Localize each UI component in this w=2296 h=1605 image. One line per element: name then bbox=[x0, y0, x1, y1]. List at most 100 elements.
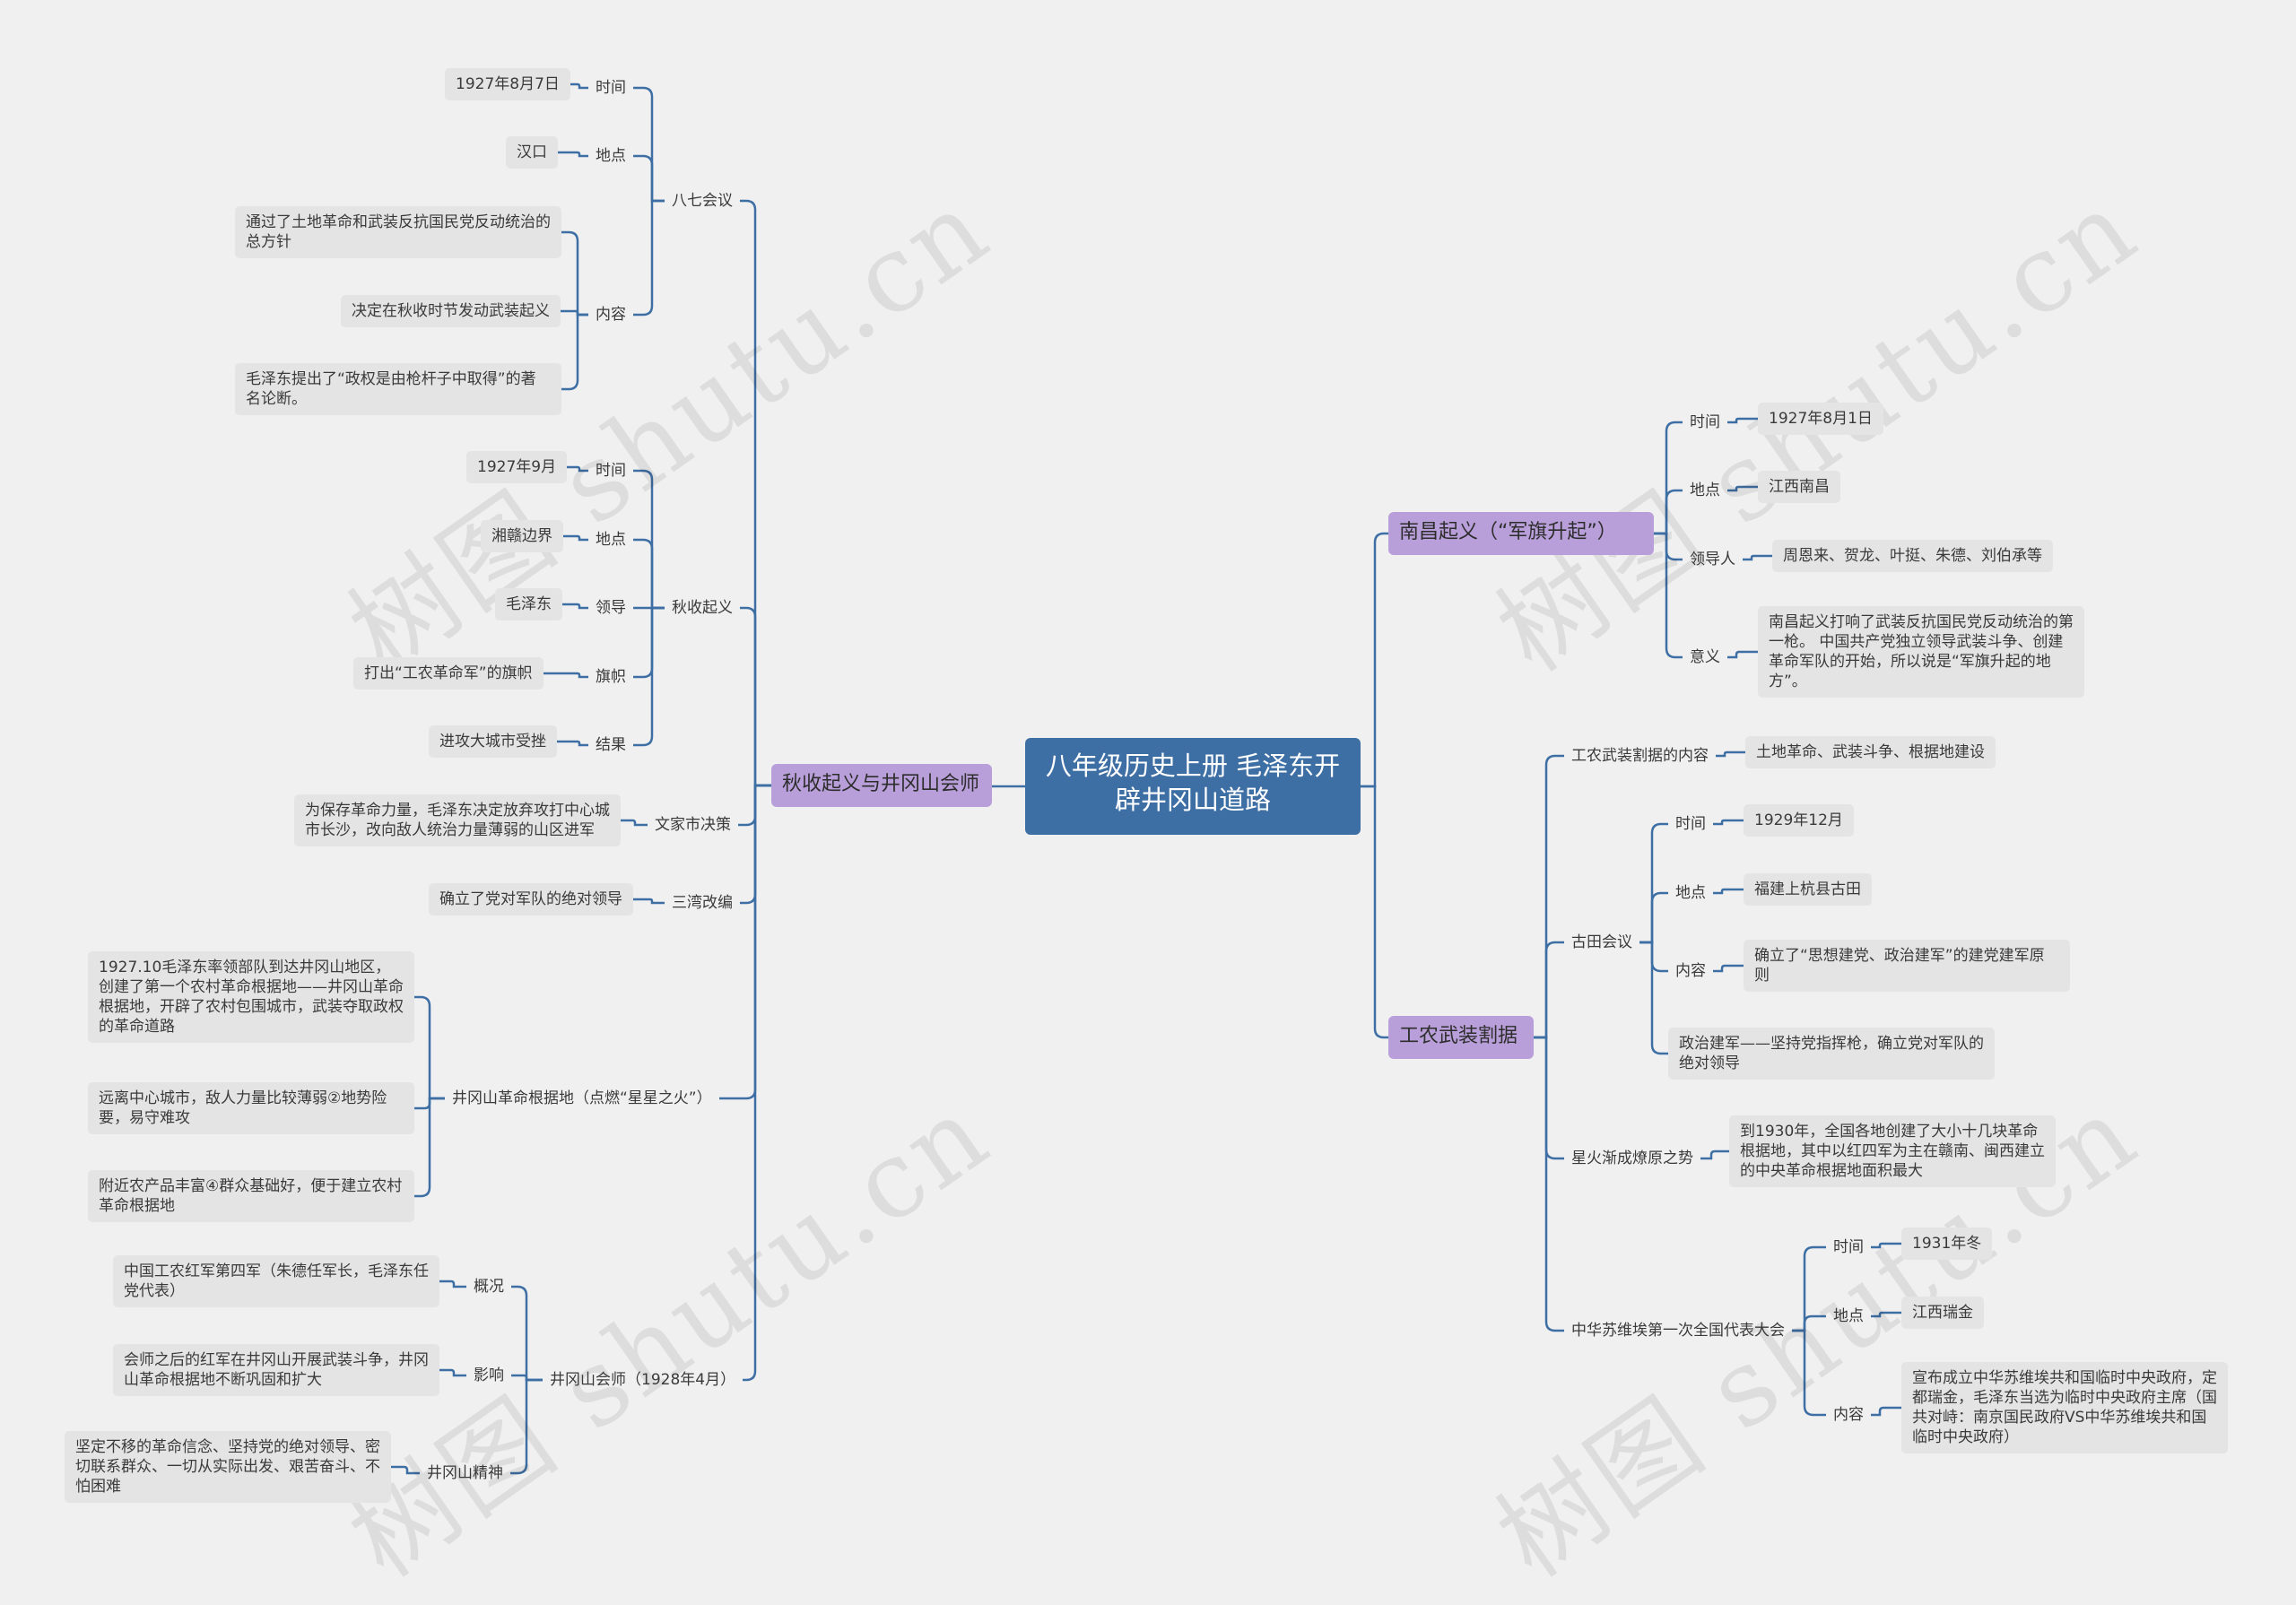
topic-place[interactable]: 地点 bbox=[596, 531, 626, 549]
main-topic-armed-separatism[interactable]: 工农武装割据 bbox=[1388, 1016, 1534, 1059]
connector-line bbox=[633, 538, 665, 610]
connector-line bbox=[1871, 1242, 1901, 1249]
topic-result[interactable]: 结果 bbox=[596, 736, 626, 754]
connector-line bbox=[1361, 785, 1388, 1039]
connector-line bbox=[1743, 554, 1772, 561]
topic-time[interactable]: 时间 bbox=[1690, 413, 1720, 431]
topic-jinggangshan-spirit[interactable]: 井冈山精神 bbox=[427, 1464, 503, 1482]
connector-line bbox=[1792, 1245, 1826, 1332]
connector-line bbox=[1727, 485, 1758, 492]
connector-line bbox=[510, 1378, 543, 1475]
leaf-content[interactable]: 确立了“思想建党、政治建军”的建党建军原则 bbox=[1744, 940, 2070, 992]
leaf-decision[interactable]: 为保存革命力量，毛泽东决定放弃攻打中心城市长沙，改向敌人统治力量薄弱的山区进军 bbox=[294, 794, 621, 846]
leaf-date[interactable]: 1929年12月 bbox=[1744, 804, 1854, 837]
connector-line bbox=[1534, 1036, 1564, 1160]
topic-place[interactable]: 地点 bbox=[596, 147, 626, 165]
leaf-result[interactable]: 进攻大城市受挫 bbox=[429, 725, 557, 758]
connector-line bbox=[391, 1465, 420, 1475]
leaf-separatism-content[interactable]: 土地革命、武装斗争、根据地建设 bbox=[1745, 736, 1996, 768]
connector-line bbox=[1654, 532, 1683, 561]
connector-line bbox=[1716, 750, 1745, 758]
leaf-overview[interactable]: 中国工农红军第四军（朱德任军长，毛泽东任党代表） bbox=[113, 1255, 439, 1307]
leaf-reorganization[interactable]: 确立了党对军队的绝对领导 bbox=[429, 883, 633, 915]
root-topic[interactable]: 八年级历史上册 毛泽东开辟井冈山道路 bbox=[1025, 738, 1361, 835]
connector-line bbox=[557, 740, 588, 747]
leaf-place[interactable]: 江西南昌 bbox=[1758, 471, 1840, 503]
connector-line bbox=[1700, 1150, 1729, 1160]
leaf-date[interactable]: 1927年9月 bbox=[466, 451, 568, 483]
leaf-content[interactable]: 毛泽东提出了“政权是由枪杆子中取得”的著名论断。 bbox=[235, 363, 561, 415]
connector-line bbox=[633, 606, 665, 679]
topic-time[interactable]: 时间 bbox=[596, 462, 626, 480]
connector-line bbox=[1713, 964, 1744, 973]
topic-sanwan-reorganization[interactable]: 三湾改编 bbox=[672, 894, 733, 912]
leaf-spirit[interactable]: 坚定不移的革命信念、坚持党的绝对领导、密切联系群众、一切从实际出发、艰苦奋斗、不… bbox=[65, 1431, 391, 1503]
leaf-banner[interactable]: 打出“工农革命军”的旗帜 bbox=[353, 657, 544, 690]
connector-line bbox=[1639, 822, 1668, 944]
leaf-content[interactable]: 决定在秋收时节发动武装起义 bbox=[341, 295, 561, 327]
connector-line bbox=[1639, 891, 1668, 944]
topic-gutian-meeting[interactable]: 古田会议 bbox=[1571, 933, 1632, 951]
topic-overview[interactable]: 概况 bbox=[474, 1278, 504, 1296]
connector-line bbox=[1361, 532, 1388, 788]
connector-line bbox=[621, 819, 648, 827]
topic-time[interactable]: 时间 bbox=[596, 79, 626, 97]
leaf-leader[interactable]: 毛泽东 bbox=[495, 588, 562, 620]
connector-line bbox=[1713, 819, 1744, 826]
connector-line bbox=[1654, 532, 1683, 659]
topic-jinggangshan-meeting[interactable]: 井冈山会师（1928年4月） bbox=[550, 1371, 736, 1389]
leaf-date[interactable]: 1927年8月7日 bbox=[445, 68, 570, 100]
topic-august-seventh-meeting[interactable]: 八七会议 bbox=[672, 192, 733, 210]
topic-wenjiashi-decision[interactable]: 文家市决策 bbox=[655, 816, 731, 834]
leaf-spark-prairie-fire[interactable]: 到1930年，全国各地创建了大小十几块革命根据地，其中以红四军为主在赣南、闽西建… bbox=[1729, 1115, 2056, 1187]
leaf-influence[interactable]: 会师之后的红军在井冈山开展武装斗争，井冈山革命根据地不断巩固和扩大 bbox=[113, 1344, 439, 1396]
connector-line bbox=[1727, 417, 1758, 424]
topic-banner[interactable]: 旗帜 bbox=[596, 668, 626, 686]
leaf-date[interactable]: 1927年8月1日 bbox=[1758, 403, 1883, 435]
leaf-content[interactable]: 通过了土地革命和武装反抗国民党反动统治的总方针 bbox=[235, 206, 561, 258]
connector-line bbox=[740, 606, 771, 787]
connector-line bbox=[633, 86, 665, 203]
topic-autumn-uprising[interactable]: 秋收起义 bbox=[672, 599, 733, 617]
connector-line bbox=[633, 154, 665, 203]
main-topic-nanchang-uprising[interactable]: 南昌起义（“军旗升起”） bbox=[1388, 512, 1654, 555]
leaf-place[interactable]: 湘赣边界 bbox=[481, 520, 563, 552]
topic-spark-prairie-fire[interactable]: 星火渐成燎原之势 bbox=[1571, 1150, 1693, 1167]
leaf-place[interactable]: 汉口 bbox=[506, 136, 558, 169]
leaf-date[interactable]: 1931年冬 bbox=[1901, 1228, 1993, 1260]
connector-line bbox=[1792, 1314, 1826, 1332]
connector-line bbox=[544, 672, 588, 679]
topic-jinggangshan-base[interactable]: 井冈山革命根据地（点燃“星星之火”） bbox=[452, 1089, 712, 1107]
topic-influence[interactable]: 影响 bbox=[474, 1366, 504, 1384]
topic-place[interactable]: 地点 bbox=[1833, 1307, 1864, 1325]
leaf-content[interactable]: 宣布成立中华苏维埃共和国临时中央政府，定都瑞金，毛泽东当选为临时中央政府主席（国… bbox=[1901, 1362, 2228, 1453]
connector-line bbox=[1639, 941, 1668, 973]
topic-content[interactable]: 内容 bbox=[1675, 962, 1706, 980]
leaf-base-reason[interactable]: 附近农产品丰富④群众基础好，便于建立农村革命根据地 bbox=[88, 1170, 414, 1222]
leaf-political-army[interactable]: 政治建军——坚持党指挥枪，确立党对军队的绝对领导 bbox=[1668, 1028, 1995, 1080]
leaf-base-founding[interactable]: 1927.10毛泽东率领部队到达井冈山地区，创建了第一个农村革命根据地——井冈山… bbox=[88, 951, 414, 1043]
leaf-leaders[interactable]: 周恩来、贺龙、叶挺、朱德、刘伯承等 bbox=[1772, 540, 2053, 572]
connector-line bbox=[511, 1374, 543, 1382]
topic-content[interactable]: 内容 bbox=[1833, 1406, 1864, 1424]
leaf-significance[interactable]: 南昌起义打响了武装反抗国民党反动统治的第一枪。 中国共产党独立领导武装斗争、创建… bbox=[1758, 606, 2084, 698]
topic-leader[interactable]: 领导 bbox=[596, 599, 626, 617]
topic-significance[interactable]: 意义 bbox=[1690, 648, 1720, 666]
topic-time[interactable]: 时间 bbox=[1675, 815, 1706, 833]
connector-line bbox=[511, 1285, 543, 1382]
topic-place[interactable]: 地点 bbox=[1690, 482, 1720, 499]
topic-content[interactable]: 内容 bbox=[596, 306, 626, 324]
main-topic-autumn-uprising[interactable]: 秋收起义与井冈山会师 bbox=[771, 764, 992, 807]
topic-soviet-congress[interactable]: 中华苏维埃第一次全国代表大会 bbox=[1571, 1322, 1785, 1340]
topic-leaders[interactable]: 领导人 bbox=[1690, 551, 1735, 568]
leaf-place[interactable]: 福建上杭县古田 bbox=[1744, 873, 1872, 906]
connector-line bbox=[1534, 754, 1564, 1039]
connector-line bbox=[1654, 489, 1683, 535]
connector-line bbox=[439, 1368, 466, 1377]
leaf-place[interactable]: 江西瑞金 bbox=[1901, 1297, 1984, 1329]
topic-separatism-content[interactable]: 工农武装割据的内容 bbox=[1571, 747, 1709, 765]
connector-line bbox=[562, 603, 588, 610]
topic-place[interactable]: 地点 bbox=[1675, 884, 1706, 902]
leaf-base-reason[interactable]: 远离中心城市，敌人力量比较薄弱②地势险要，易守难攻 bbox=[88, 1082, 414, 1134]
topic-time[interactable]: 时间 bbox=[1833, 1238, 1864, 1256]
